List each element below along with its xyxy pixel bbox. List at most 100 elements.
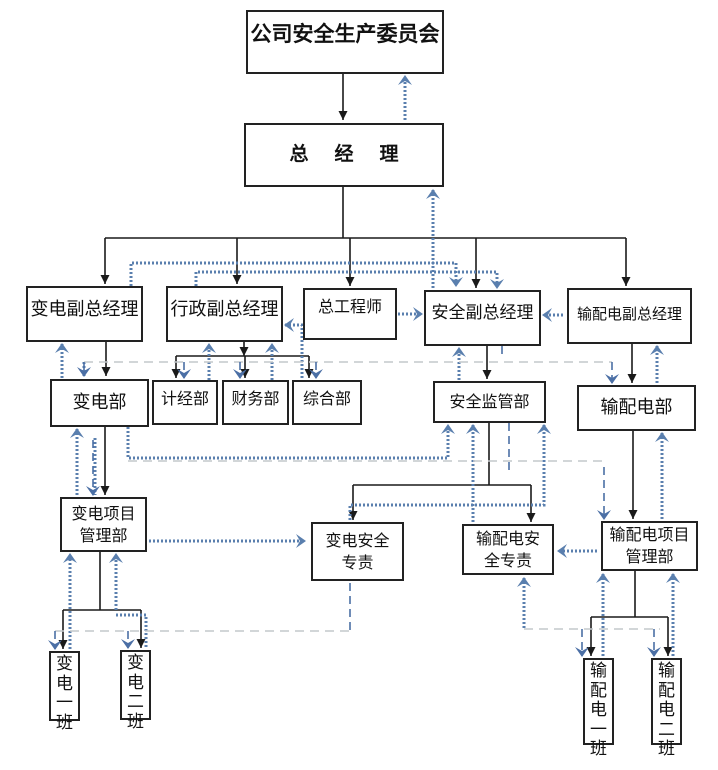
node-char: 电 [56, 673, 73, 694]
arrowhead-icon [647, 647, 661, 657]
arrowhead-icon [121, 639, 135, 649]
arrowhead-icon [55, 343, 69, 353]
arrowhead-icon [586, 647, 596, 656]
arrowhead-icon [526, 513, 536, 522]
node-label: 输配电部 [600, 396, 673, 418]
arrowhead-icon [86, 486, 100, 496]
feedback-subteam2-link [116, 613, 148, 648]
arrowhead-icon [109, 553, 123, 563]
arrowhead-icon [296, 534, 306, 548]
arrowhead-icon [240, 369, 250, 378]
node-vgm-safety: 安全副总经理 [424, 290, 541, 346]
arrowhead-icon [345, 277, 355, 286]
arrowhead-icon [666, 573, 680, 583]
node-vgm-substation: 变电副总经理 [26, 286, 143, 342]
arrowhead-icon [232, 275, 242, 284]
arrowhead-icon [628, 510, 638, 519]
node-general-manager: 总经理 [244, 123, 444, 187]
feedback-general-to-admin [285, 323, 304, 378]
arrowhead-icon [100, 486, 110, 495]
arrowhead-icon [605, 374, 619, 384]
node-substation-team-2: 变 电 二 班 [120, 650, 151, 731]
arrowhead-icon [663, 647, 673, 656]
node-char: 电 [127, 672, 144, 693]
node-label-line1: 变电项目 [71, 503, 136, 523]
node-label: 计经部 [160, 389, 209, 408]
node-substation-team-1: 变 电 一 班 [49, 651, 80, 732]
node-label: 综合部 [302, 389, 351, 408]
arrowhead-icon [70, 428, 84, 438]
arrowhead-icon [398, 75, 412, 85]
arrowhead-icon [63, 553, 77, 563]
arrowhead-icon [650, 345, 664, 355]
node-char: 二 [127, 692, 144, 713]
arrowhead-icon [171, 369, 181, 378]
arrowhead-icon [655, 432, 669, 442]
node-label-line2: 全专责 [483, 550, 532, 570]
node-label-line1: 变电安全 [325, 530, 390, 550]
node-label-line2: 专责 [341, 552, 374, 572]
arrowhead-icon [265, 343, 279, 353]
node-char: 班 [658, 739, 675, 760]
arrowhead-icon [517, 577, 531, 587]
node-char: 一 [590, 719, 607, 740]
node-label: 输配电副总经理 [576, 305, 682, 323]
node-distribution-team-1: 输 配 电 一 班 [583, 658, 614, 759]
node-char: 电 [658, 700, 675, 721]
node-substation-project-dept: 变电项目 管理部 [60, 497, 147, 552]
node-dept-finance: 财务部 [222, 380, 289, 425]
node-char: 电 [590, 700, 607, 721]
arrowhead-icon [537, 424, 551, 434]
node-char: 一 [56, 693, 73, 714]
arrowhead-icon [202, 343, 216, 353]
node-vgm-distribution: 输配电副总经理 [567, 288, 692, 344]
arrowhead-icon [233, 369, 247, 379]
arrowhead-icon [100, 275, 110, 284]
node-substation-safety-officer: 变电安全 专责 [311, 522, 404, 581]
node-distribution-safety-officer: 输配电安 全专责 [462, 524, 554, 575]
node-char: 配 [658, 680, 675, 701]
node-char: 二 [658, 719, 675, 740]
arrowhead-icon [177, 369, 191, 379]
arrowhead-icon [471, 279, 481, 288]
node-safety-committee: 公司安全生产委员会 [246, 10, 444, 74]
arrowhead-icon [466, 424, 480, 434]
node-char: 变 [127, 653, 144, 673]
arrowhead-icon [557, 544, 567, 558]
arrowhead-icon [239, 347, 249, 356]
node-dept-planning: 计经部 [152, 380, 218, 425]
arrowhead-icon [482, 370, 492, 379]
node-dept-general: 综合部 [292, 380, 362, 425]
arrowhead-icon [449, 277, 463, 287]
node-label: 安全副总经理 [431, 303, 534, 323]
arrowhead-icon [426, 189, 440, 199]
arrowhead-icon [621, 277, 631, 286]
arrowhead-icon [309, 369, 323, 379]
node-label: 总工程师 [317, 297, 382, 316]
arrowhead-icon [452, 347, 466, 357]
node-label: 财务部 [231, 389, 280, 408]
node-char: 输 [658, 661, 675, 681]
node-label: 变电副总经理 [30, 299, 139, 320]
node-label: 变电部 [72, 391, 127, 413]
node-label-line2: 管理部 [79, 525, 128, 545]
arrowhead-icon [542, 308, 552, 322]
feedback-subdept-to-supervision [126, 425, 450, 460]
node-label-line2: 管理部 [625, 547, 674, 566]
node-label: 行政副总经理 [170, 299, 279, 320]
feedback-admin-to-safety [194, 270, 499, 288]
arrowhead-icon [284, 318, 294, 332]
arrowhead-icon [101, 367, 111, 376]
feedback-subofficer-to-supervision [348, 425, 546, 520]
arrowhead-icon [77, 367, 91, 377]
arrowhead-icon [136, 639, 146, 648]
node-label-line1: 输配电项目 [609, 525, 690, 545]
arrowhead-icon [575, 647, 589, 657]
node-char: 配 [590, 680, 607, 701]
node-char: 班 [127, 711, 144, 732]
node-chief-engineer: 总工程师 [303, 288, 397, 340]
arrowhead-icon [597, 510, 611, 520]
arrowhead-icon [58, 640, 68, 649]
node-dept-distribution: 输配电部 [577, 385, 696, 431]
